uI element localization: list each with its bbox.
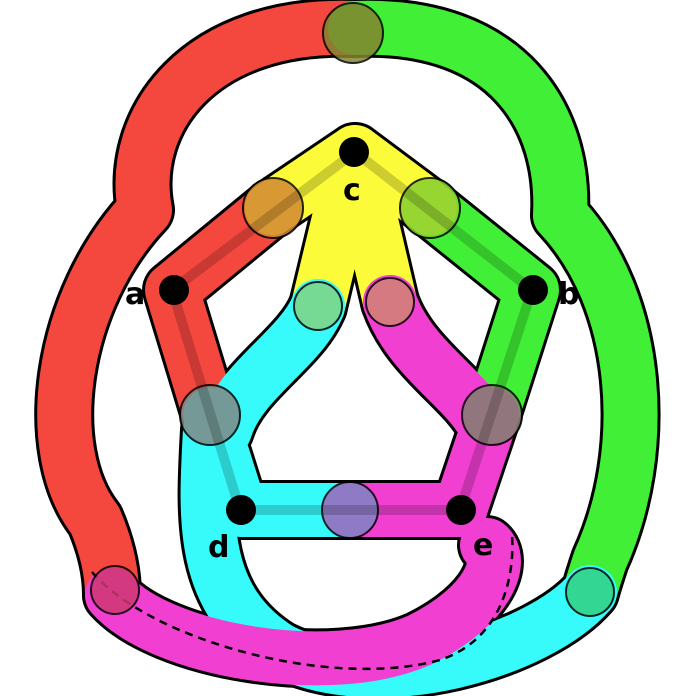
vertex-label-a: a bbox=[125, 277, 145, 312]
crossing-a-e bbox=[91, 566, 139, 614]
crossing-a-b bbox=[323, 3, 383, 63]
vertex-label-e: e bbox=[473, 528, 493, 563]
crossing-b-d bbox=[566, 568, 614, 616]
vertex-label-c: c bbox=[343, 173, 361, 208]
vertex-label-d: d bbox=[208, 530, 229, 565]
crossing-c-e bbox=[366, 278, 414, 326]
vertex-label-b: b bbox=[558, 277, 579, 312]
crossing-c-d bbox=[294, 282, 342, 330]
